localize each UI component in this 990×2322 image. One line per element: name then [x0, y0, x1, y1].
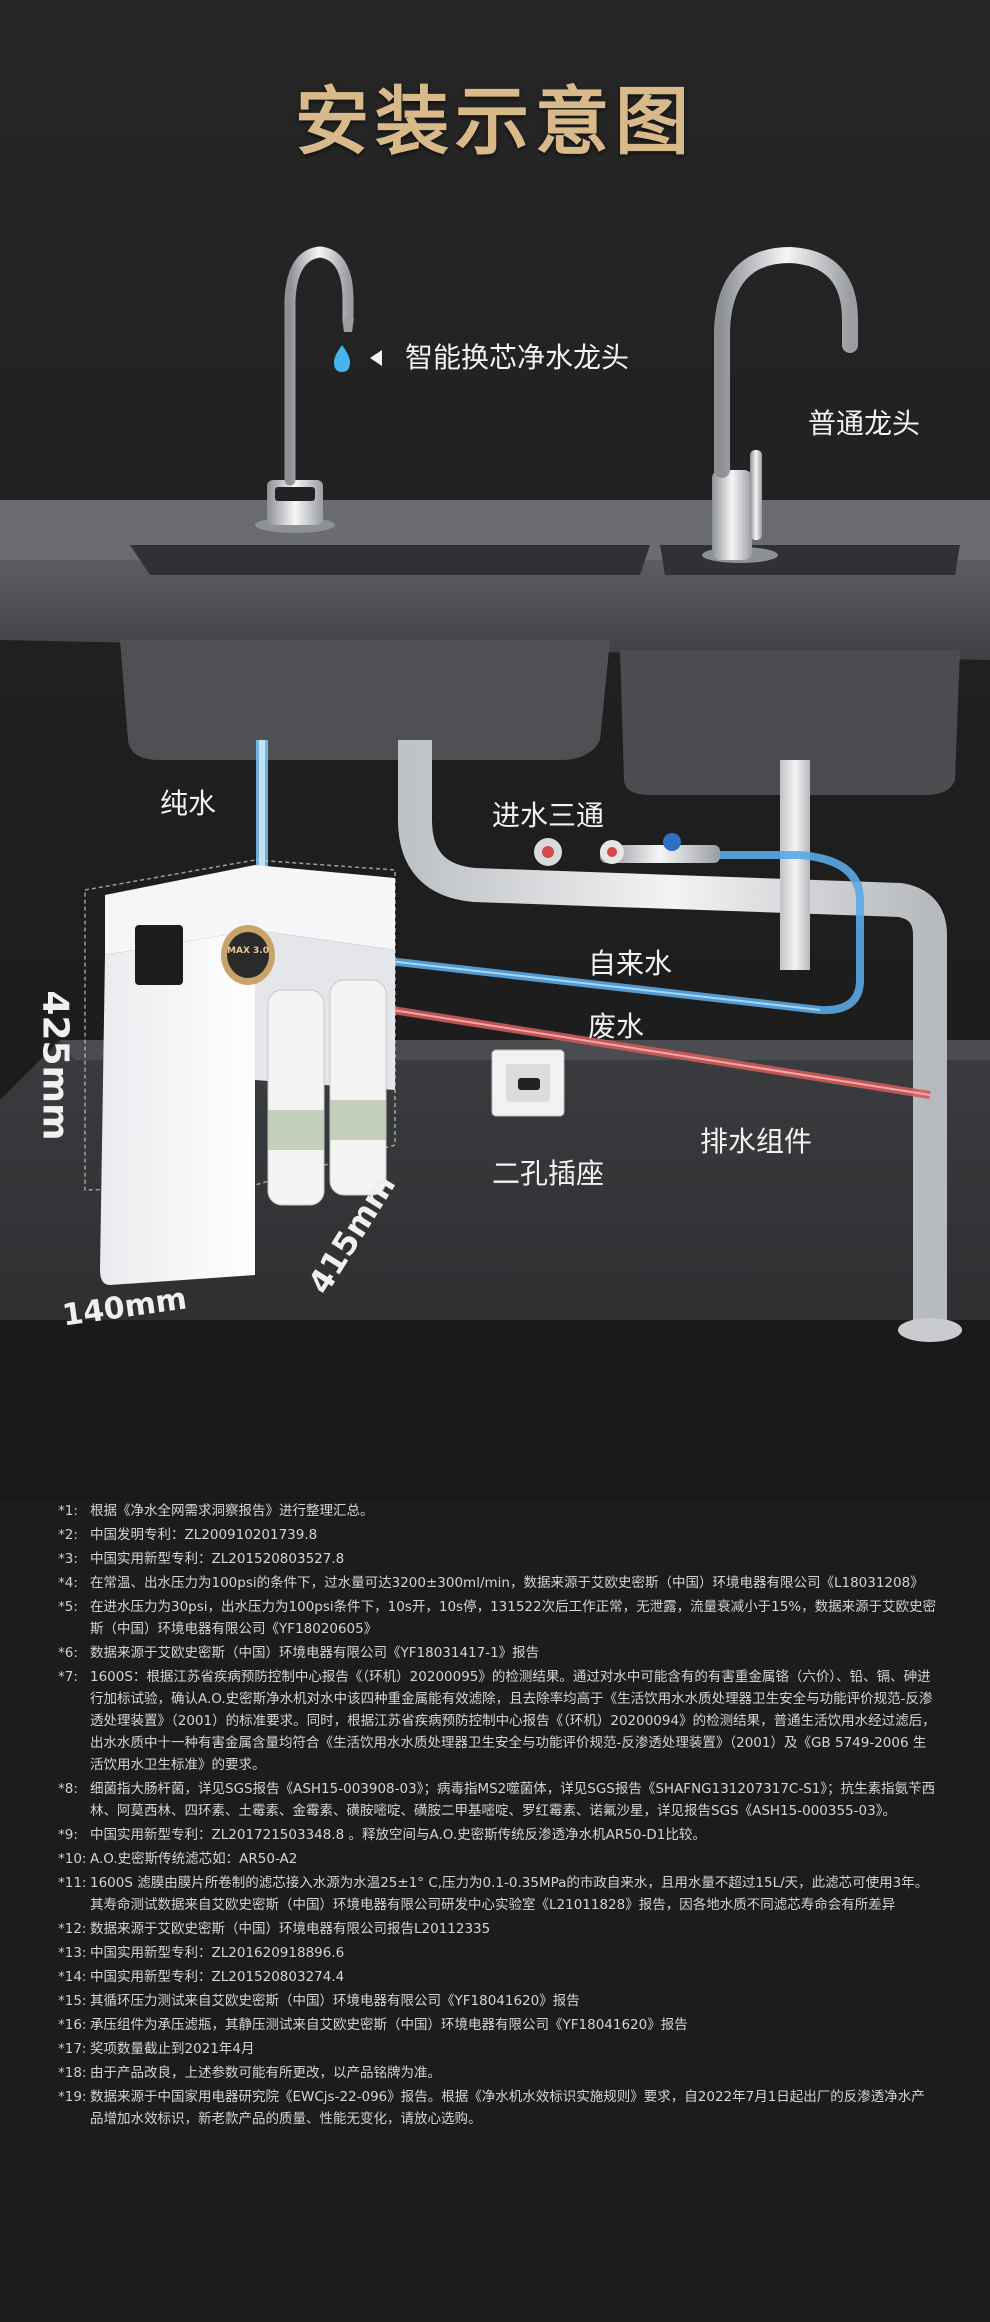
footnote: *15:其循环压力测试来自艾欧史密斯（中国）环境电器有限公司《YF1804162…	[58, 1993, 580, 2009]
normal-faucet	[702, 246, 858, 563]
footnote: *6:数据来源于艾欧史密斯（中国）环境电器有限公司《YF18031417-1》报…	[58, 1645, 540, 1661]
smart-faucet	[255, 246, 354, 533]
pointer-arrow-icon	[370, 350, 382, 366]
footnote: *10:A.O.史密斯传统滤芯如：AR50-A2	[58, 1851, 298, 1867]
footnote: *12:数据来源于艾欧史密斯（中国）环境电器有限公司报告L20112335	[58, 1921, 491, 1937]
label-smart-tap: 智能换芯净水龙头	[405, 341, 630, 374]
footnote: *5:在进水压力为30psi，出水压力为100psi条件下，10s开，10s停，…	[58, 1599, 937, 1637]
install-illustration	[0, 0, 990, 1500]
footnote: *7:1600S：根据江苏省疾病预防控制中心报告《（环机）20200095》的检…	[58, 1669, 936, 1773]
footnote: *17:奖项数量截止到2021年4月	[58, 2041, 255, 2057]
footnote: *14:中国实用新型专利：ZL201520803274.4	[58, 1969, 345, 1985]
footnote: *4:在常温、出水压力为100psi的条件下，过水量可达3200±300ml/m…	[58, 1575, 924, 1591]
footnote: *11:1600S 滤膜由膜片所卷制的滤芯接入水源为水温25±1° C,压力为0…	[58, 1875, 929, 1913]
footnote: *18:由于产品改良，上述参数可能有所更改，以产品铭牌为准。	[58, 2065, 441, 2081]
label-pure-water: 纯水	[160, 787, 217, 820]
label-waste-water: 废水	[588, 1010, 645, 1043]
label-socket: 二孔插座	[492, 1157, 605, 1190]
footnote: *8:细菌指大肠杆菌，详见SGS报告《ASH15-003908-03》；病毒指M…	[58, 1781, 936, 1819]
footnote: *9:中国实用新型专利：ZL201721503348.8 。释放空间与A.O.史…	[58, 1827, 706, 1843]
footnote: *19:数据来源于中国家用电器研究院《EWCjs-22-096》报告。根据《净水…	[58, 2089, 925, 2127]
purifier-unit	[100, 865, 395, 1285]
footnote: *3:中国实用新型专利：ZL201520803527.8	[58, 1551, 345, 1567]
inlet-tee-valve	[534, 833, 720, 866]
wall-socket	[491, 1049, 565, 1117]
label-drain-assembly: 排水组件	[700, 1125, 813, 1158]
label-inlet-tee: 进水三通	[492, 799, 605, 832]
footnotes-list: *1:根据《净水全网需求洞察报告》进行整理汇总。 *2:中国发明专利：ZL200…	[58, 1500, 938, 2132]
footnote: *1:根据《净水全网需求洞察报告》进行整理汇总。	[58, 1503, 374, 1519]
label-tap-water: 自来水	[588, 947, 673, 980]
page-title: 安装示意图	[295, 79, 695, 165]
dimension-height: 425mm	[34, 990, 76, 1141]
water-drop-icon	[334, 345, 350, 372]
label-normal-tap: 普通龙头	[808, 407, 921, 440]
footnote: *13:中国实用新型专利：ZL201620918896.6	[58, 1945, 345, 1961]
footnote: *16:承压组件为承压滤瓶，其静压测试来自艾欧史密斯（中国）环境电器有限公司《Y…	[58, 2017, 688, 2033]
brand-badge-text: MAX 3.0	[227, 946, 269, 956]
footnote: *2:中国发明专利：ZL200910201739.8	[58, 1527, 318, 1543]
